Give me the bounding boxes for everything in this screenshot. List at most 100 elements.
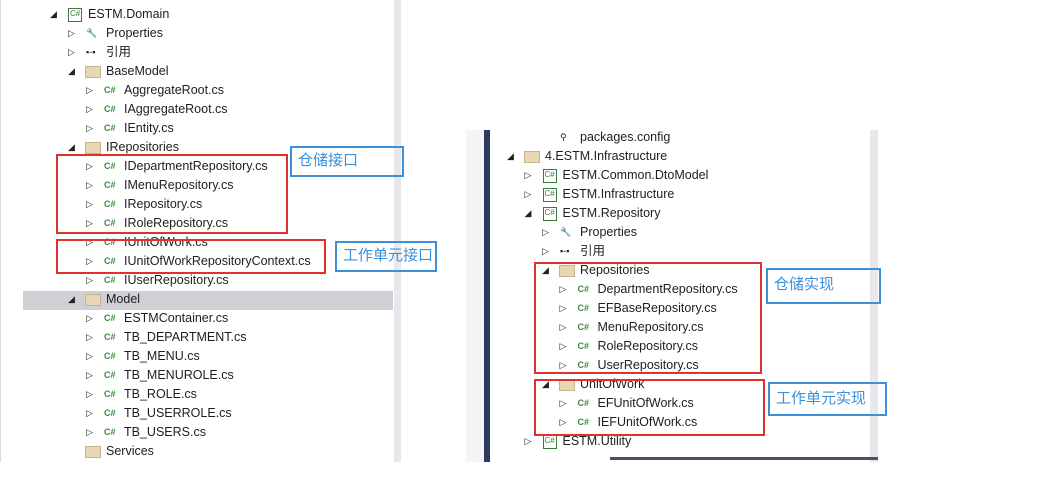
- collapsed-arrow-icon[interactable]: ▷: [86, 256, 93, 266]
- collapsed-arrow-icon[interactable]: ▷: [559, 341, 567, 351]
- collapsed-arrow-icon[interactable]: ▷: [559, 360, 567, 370]
- tree-item-label: IEntity.cs: [124, 121, 174, 135]
- collapsed-arrow-icon[interactable]: ▷: [86, 389, 93, 399]
- tree-item-label: IEFUnitOfWork.cs: [597, 415, 698, 429]
- folder-icon: [85, 142, 101, 154]
- cs-file-icon: C#: [577, 284, 590, 294]
- tree-item-label: MenuRepository.cs: [597, 320, 704, 334]
- annotation-uow-impl: 工作单元实现: [768, 382, 887, 416]
- tree-item-label: TB_MENU.cs: [124, 349, 200, 363]
- csharp-project-icon: C#: [542, 207, 557, 221]
- folder-icon: [85, 294, 101, 306]
- tree-item-label: TB_USERROLE.cs: [124, 406, 232, 420]
- tree-item-label: UserRepository.cs: [597, 358, 699, 372]
- cs-file-icon: C#: [104, 389, 116, 399]
- tree-item-label: IRoleRepository.cs: [124, 216, 228, 230]
- solution-explorer-left: [0, 0, 401, 462]
- expanded-arrow-icon[interactable]: ◢: [542, 265, 549, 275]
- collapsed-arrow-icon[interactable]: ▷: [86, 370, 93, 380]
- tree-item-label: IUnitOfWorkRepositoryContext.cs: [124, 254, 311, 268]
- collapsed-arrow-icon[interactable]: ▷: [86, 313, 93, 323]
- tree-item-label: Properties: [106, 26, 163, 40]
- highlight-repo-impl: [534, 262, 762, 374]
- collapsed-arrow-icon[interactable]: ▷: [559, 398, 567, 408]
- tree-item-label: DepartmentRepository.cs: [597, 282, 738, 296]
- collapsed-arrow-icon[interactable]: ▷: [86, 161, 93, 171]
- tree-item-label: Model: [106, 292, 141, 306]
- horizontal-scrollbar[interactable]: [610, 457, 878, 460]
- collapsed-arrow-icon[interactable]: ▷: [68, 28, 75, 38]
- collapsed-arrow-icon[interactable]: ▷: [86, 332, 93, 342]
- collapsed-arrow-icon[interactable]: ▷: [559, 417, 567, 427]
- scrollbar[interactable]: [394, 0, 401, 462]
- cs-file-icon: C#: [104, 408, 116, 418]
- expanded-arrow-icon[interactable]: ◢: [68, 142, 75, 152]
- tree-item-label: IRepository.cs: [124, 197, 203, 211]
- expanded-arrow-icon[interactable]: ◢: [68, 66, 75, 76]
- collapsed-arrow-icon[interactable]: ▷: [524, 436, 532, 446]
- tree-item-label: ESTM.Common.DtoModel: [562, 168, 709, 182]
- collapsed-arrow-icon[interactable]: ▷: [86, 427, 93, 437]
- tree-item-label: BaseModel: [106, 64, 169, 78]
- tree-item-label: TB_MENUROLE.cs: [124, 368, 234, 382]
- tree-item-label: Properties: [580, 225, 637, 239]
- expanded-arrow-icon[interactable]: ◢: [507, 151, 514, 161]
- csharp-project-icon: C#: [68, 8, 83, 22]
- cs-file-icon: C#: [104, 104, 116, 114]
- collapsed-arrow-icon[interactable]: ▷: [86, 85, 93, 95]
- cs-file-icon: C#: [104, 351, 116, 361]
- collapsed-arrow-icon[interactable]: ▷: [86, 237, 93, 247]
- cs-file-icon: C#: [104, 370, 116, 380]
- expanded-arrow-icon[interactable]: ◢: [50, 9, 57, 19]
- tree-item-label: TB_DEPARTMENT.cs: [124, 330, 247, 344]
- cs-file-icon: C#: [104, 275, 116, 285]
- cs-file-icon: C#: [104, 161, 116, 171]
- tree-item-label: 引用: [580, 244, 606, 258]
- tree-item-label: Services: [106, 444, 154, 458]
- cs-file-icon: C#: [104, 237, 116, 247]
- collapsed-arrow-icon[interactable]: ▷: [542, 227, 549, 237]
- collapsed-arrow-icon[interactable]: ▷: [559, 322, 567, 332]
- csharp-project-icon: C#: [542, 188, 557, 202]
- folder-icon: [85, 446, 101, 458]
- cs-file-icon: C#: [577, 360, 590, 370]
- tree-item-label: TB_USERS.cs: [124, 425, 206, 439]
- highlight-repo-interfaces: [56, 154, 288, 234]
- collapsed-arrow-icon[interactable]: ▷: [68, 47, 75, 57]
- collapsed-arrow-icon[interactable]: ▷: [86, 123, 93, 133]
- folder-icon: [85, 66, 101, 78]
- config-icon: ⚲: [560, 132, 567, 142]
- cs-file-icon: C#: [104, 256, 116, 266]
- cs-file-icon: C#: [577, 417, 590, 427]
- expanded-arrow-icon[interactable]: ◢: [524, 208, 532, 218]
- tree-item-label: AggregateRoot.cs: [124, 83, 225, 97]
- collapsed-arrow-icon[interactable]: ▷: [559, 303, 567, 313]
- collapsed-arrow-icon[interactable]: ▷: [542, 246, 549, 256]
- collapsed-arrow-icon[interactable]: ▷: [86, 218, 93, 228]
- expanded-arrow-icon[interactable]: ◢: [542, 379, 549, 389]
- collapsed-arrow-icon[interactable]: ▷: [86, 351, 93, 361]
- references-icon: ▪-▪: [560, 246, 570, 256]
- collapsed-arrow-icon[interactable]: ▷: [86, 275, 93, 285]
- cs-file-icon: C#: [104, 313, 116, 323]
- wrench-icon: 🔧: [86, 28, 98, 38]
- collapsed-arrow-icon[interactable]: ▷: [86, 408, 93, 418]
- collapsed-arrow-icon[interactable]: ▷: [86, 199, 93, 209]
- expanded-arrow-icon[interactable]: ◢: [68, 294, 75, 304]
- collapsed-arrow-icon[interactable]: ▷: [559, 284, 567, 294]
- collapsed-arrow-icon[interactable]: ▷: [86, 180, 93, 190]
- annotation-repo-interface: 仓储接口: [290, 146, 404, 177]
- tree-item-label: ESTM.Utility: [562, 434, 632, 448]
- tree-item-label: ESTM.Infrastructure: [562, 187, 675, 201]
- collapsed-arrow-icon[interactable]: ▷: [524, 189, 532, 199]
- scrollbar[interactable]: [870, 130, 878, 462]
- tree-item-label: Repositories: [580, 263, 650, 277]
- cs-file-icon: C#: [104, 123, 116, 133]
- tree-item-label: IUserRepository.cs: [124, 273, 229, 287]
- cs-file-icon: C#: [104, 180, 116, 190]
- tree-item-label: TB_ROLE.cs: [124, 387, 197, 401]
- collapsed-arrow-icon[interactable]: ▷: [86, 104, 93, 114]
- csharp-project-icon: C#: [542, 435, 557, 449]
- highlight-uow-interfaces: [56, 239, 326, 274]
- collapsed-arrow-icon[interactable]: ▷: [524, 170, 532, 180]
